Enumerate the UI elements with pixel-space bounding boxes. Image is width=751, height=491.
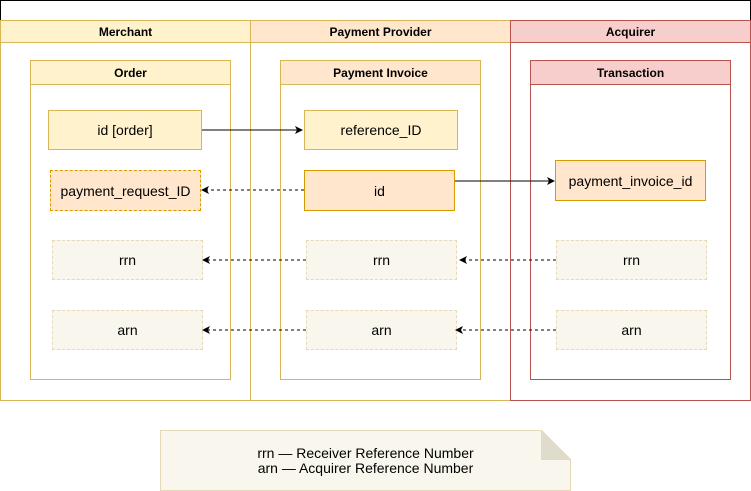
entity-payment-invoice: Payment Invoice (280, 60, 481, 380)
entity-transaction-title: Transaction (531, 61, 730, 85)
transaction-field-payment-invoice-id: payment_invoice_id (555, 160, 706, 201)
transaction-field-arn: arn (556, 310, 707, 350)
transaction-field-rrn: rrn (556, 240, 707, 280)
invoice-field-rrn: rrn (306, 240, 457, 280)
order-field-arn: arn (52, 310, 203, 350)
invoice-field-reference-id: reference_ID (304, 110, 458, 150)
invoice-field-id: id (304, 170, 455, 211)
order-field-id: id [order] (48, 110, 202, 150)
note-line-arn: arn — Acquirer Reference Number (257, 459, 474, 476)
lane-merchant-title: Merchant (1, 21, 250, 43)
note-line-rrn: rrn — Receiver Reference Number (257, 444, 474, 461)
lane-payment-provider-title: Payment Provider (251, 21, 510, 43)
order-field-rrn: rrn (52, 240, 203, 280)
order-field-payment-request-id: payment_request_ID (50, 170, 201, 211)
lane-merchant: Merchant (0, 20, 251, 401)
invoice-field-arn: arn (306, 310, 457, 350)
entity-order: Order (30, 60, 231, 380)
entity-order-title: Order (31, 61, 230, 85)
lane-payment-provider: Payment Provider (250, 20, 511, 401)
lane-acquirer-title: Acquirer (511, 21, 750, 43)
note-shape (160, 430, 571, 491)
entity-transaction: Transaction (530, 60, 731, 380)
entity-payment-invoice-title: Payment Invoice (281, 61, 480, 85)
legend-note: rrn — Receiver Reference Number arn — Ac… (160, 430, 571, 491)
